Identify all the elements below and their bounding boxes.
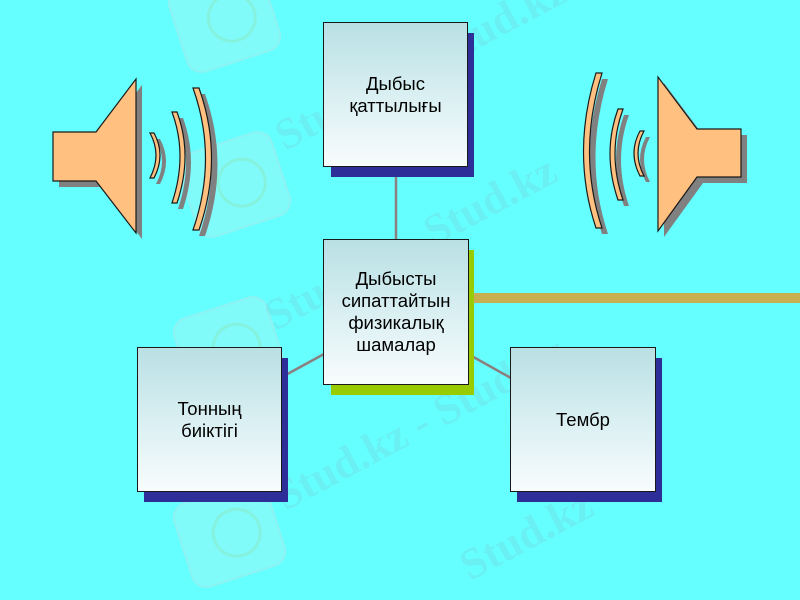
node-box: Тембр [510, 347, 656, 492]
node-label: Дыбыс қаттылығы [349, 72, 442, 116]
accent-bar [474, 293, 800, 303]
speaker-icon [52, 77, 218, 239]
node-box: Тонның биіктігі [137, 347, 282, 492]
speaker-icon [582, 72, 747, 237]
connector-right [467, 352, 512, 380]
connector-lines [281, 166, 512, 380]
node-box: Дыбысты сипаттайтын физикалық шамалар [323, 239, 469, 385]
connector-left [281, 352, 325, 379]
node-label: Дыбысты сипаттайтын физикалық шамалар [341, 268, 451, 355]
node-box: Дыбыс қаттылығы [323, 22, 468, 167]
node-label: Тембр [556, 408, 610, 430]
node-label: Тонның биіктігі [177, 397, 242, 441]
